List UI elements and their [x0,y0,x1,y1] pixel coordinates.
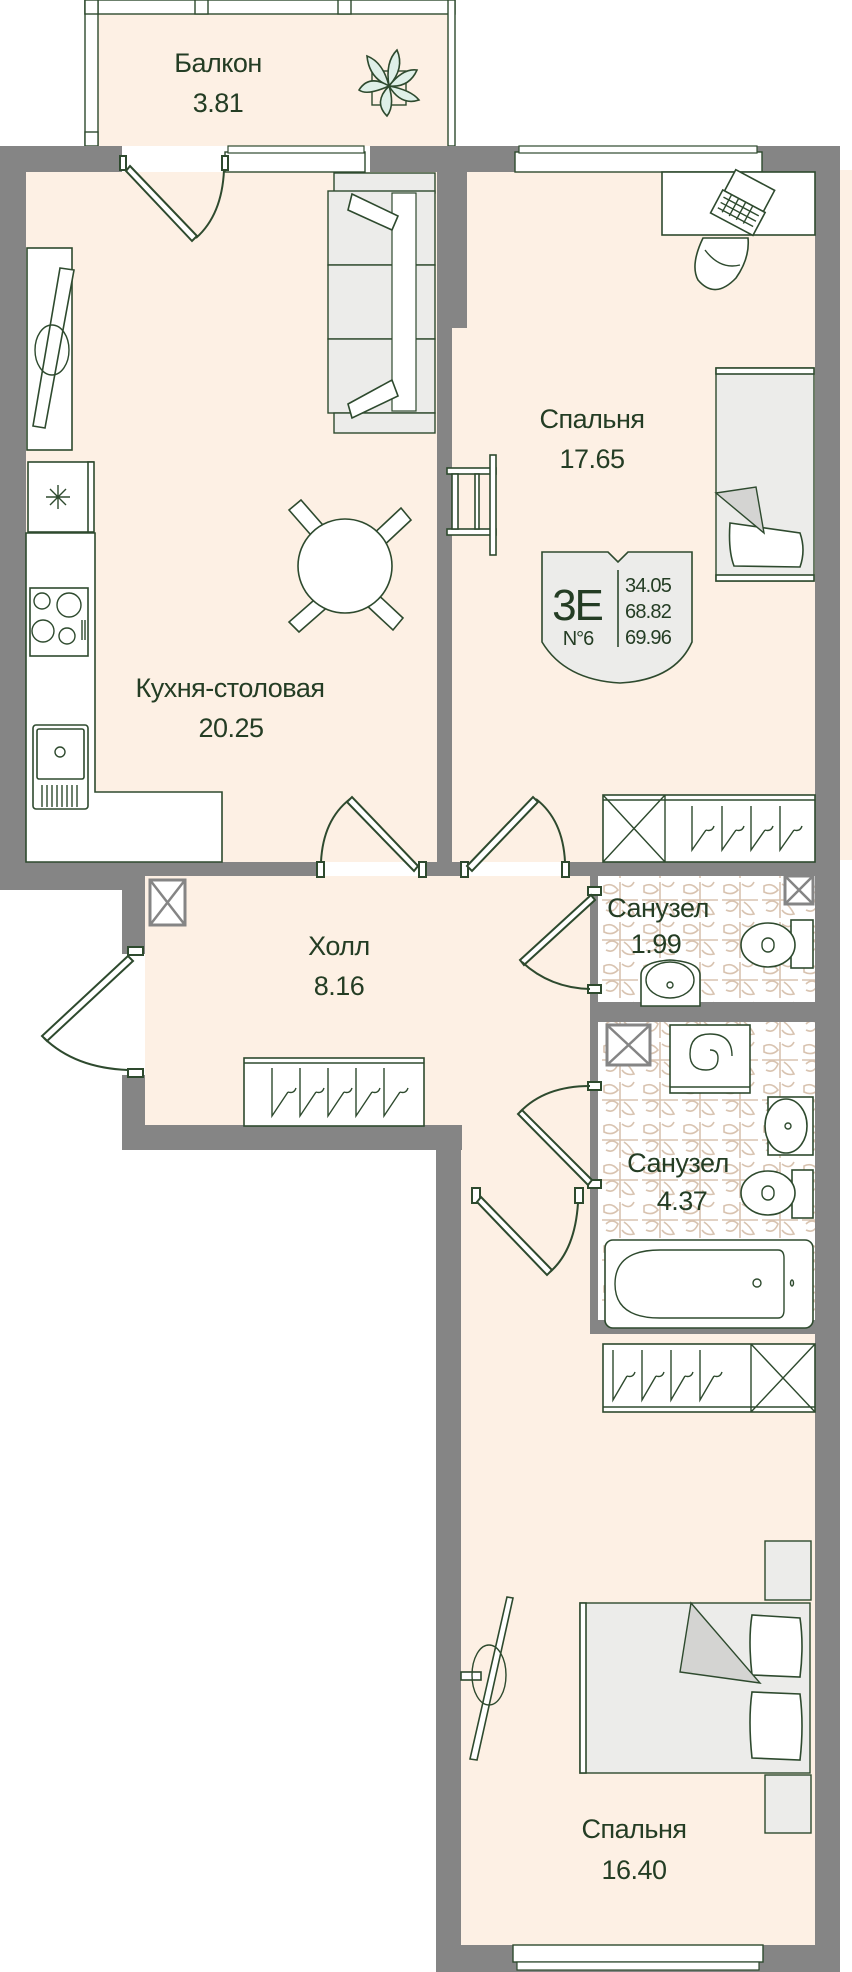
fridge-icon [27,461,95,533]
balcony-room: Балкон 3.81 [84,0,456,147]
apartment-number: N°6 [563,628,594,650]
bath1-fixtures: Санузел 1.99 [607,893,814,1007]
total-area: 68.82 [625,601,672,623]
toilet-icon [740,1169,814,1219]
washbasin-icon [640,959,701,1007]
room-area-bedroom2: 16.40 [601,1855,666,1885]
total-area-with-balcony: 69.96 [625,627,672,649]
toilet-icon [740,919,814,969]
room-area-kitchen: 20.25 [198,713,263,743]
room-name-hall: Холл [308,931,370,961]
sink-icon [32,724,89,810]
room-name-bath2: Санузел [627,1148,729,1178]
living-area: 34.05 [625,575,672,597]
plant-icon [357,48,421,118]
window-bedroom1 [514,151,763,173]
nightstand-icon [764,1540,812,1834]
apartment-type: 3E [552,581,602,630]
window-bedroom2 [512,1944,764,1963]
room-name-bedroom2: Спальня [582,1814,687,1844]
tv-icon [26,247,75,451]
vent-shaft-icon [148,874,815,1067]
door-bath1[interactable] [518,886,602,994]
room-area-bedroom1: 17.65 [559,444,624,474]
room-area-bath2: 4.37 [657,1186,708,1216]
apartment-badge: 3E N°6 34.05 68.82 69.96 [541,551,693,684]
bathtub-icon [604,1239,814,1329]
windows [224,145,764,1971]
wardrobe-icon [243,794,816,1413]
door-bedroom1[interactable] [460,795,570,878]
door-bath2[interactable] [516,1081,602,1189]
room-name-kitchen: Кухня-столовая [136,673,325,703]
bath2-fixtures: Санузел 4.37 [604,1024,814,1329]
washing-machine-icon [669,1024,751,1094]
single-bed-icon [714,367,815,582]
door-entrance[interactable] [40,946,144,1078]
tv-icon [460,1596,514,1761]
room-area-balcony: 3.81 [193,88,244,118]
dining-table-icon [287,498,413,634]
doors [40,155,602,1277]
laptop-icon [709,168,776,237]
sofa-icon [327,172,436,434]
bedroom2-furniture [460,1540,812,1834]
room-name-bedroom1: Спальня [540,404,645,434]
washbasin-icon [764,1096,814,1156]
room-name-bath1: Санузел [607,893,709,923]
ladder-icon [446,454,497,556]
door-balcony[interactable] [119,155,229,243]
window-kitchen [224,151,366,173]
room-name-balcony: Балкон [174,48,262,78]
room-area-hall: 8.16 [314,971,365,1001]
room-area-bath1: 1.99 [631,929,682,959]
bedroom1-furniture [446,168,816,582]
door-kitchen[interactable] [316,795,427,878]
stove-icon [29,587,89,657]
chair-icon [694,237,750,291]
door-bedroom2[interactable] [471,1187,584,1277]
kitchen-furniture [25,172,436,863]
double-bed-icon [579,1601,811,1774]
